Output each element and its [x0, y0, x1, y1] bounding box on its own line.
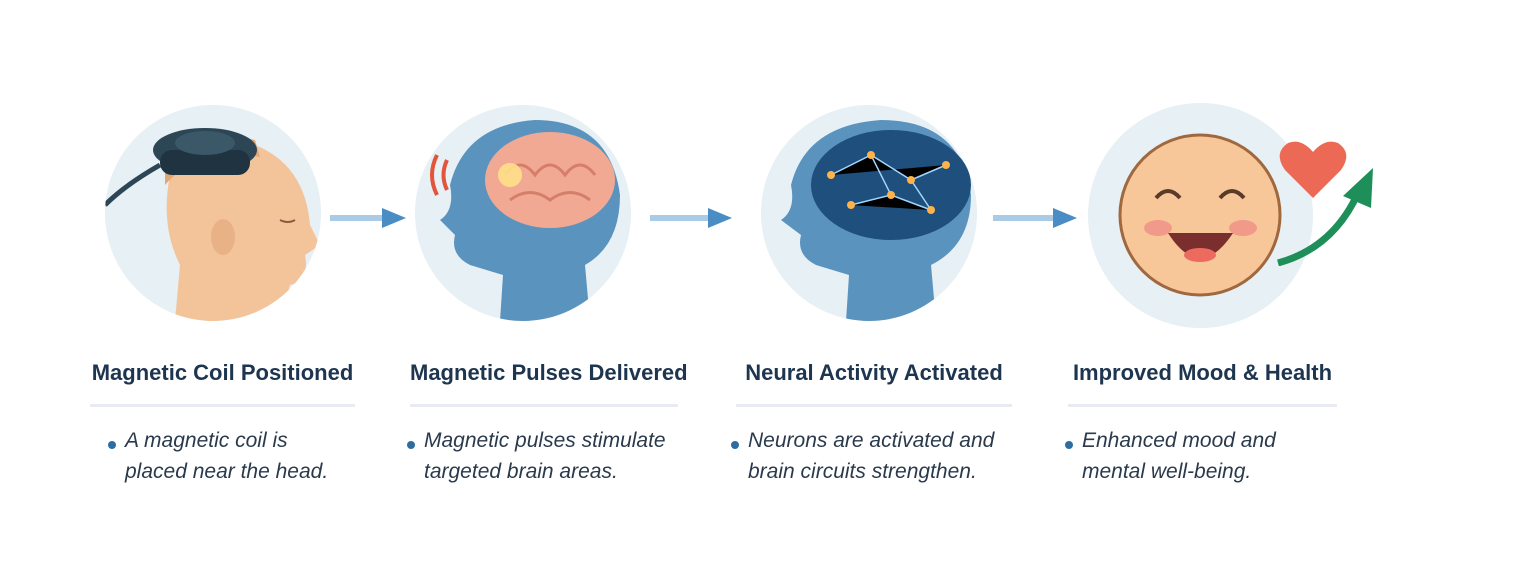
heart-up-arrow-icon: [1277, 141, 1373, 266]
description-line: placed near the head.: [125, 460, 329, 483]
bullet-icon: [407, 441, 415, 449]
step-description: A magnetic coil is placed near the head.: [108, 425, 329, 487]
description-line: brain circuits strengthen.: [748, 460, 977, 483]
step-title: Improved Mood & Health: [1072, 360, 1333, 385]
step-description: Magnetic pulses stimulate targeted brain …: [407, 425, 666, 487]
brain-pulse-icon: [415, 105, 631, 321]
arrow-right-icon: [650, 208, 732, 228]
step-4: Improved Mood & Health Enhanced mood and…: [1065, 0, 1373, 585]
divider: [90, 404, 355, 407]
bullet-icon: [108, 441, 116, 449]
step-description: Neurons are activated and brain circuits …: [731, 425, 995, 487]
description-line: Enhanced mood and: [1082, 429, 1276, 452]
arrow-right-icon: [330, 208, 406, 228]
divider: [410, 404, 678, 407]
step-title: Magnetic Pulses Delivered: [410, 360, 688, 385]
description-line: targeted brain areas.: [424, 460, 618, 483]
description-line: A magnetic coil is: [125, 429, 288, 452]
divider: [736, 404, 1012, 407]
step-description: Enhanced mood and mental well-being.: [1065, 425, 1276, 487]
head-with-coil-icon: [105, 105, 321, 321]
bullet-icon: [731, 441, 739, 449]
step-3: Neural Activity Activated Neurons are ac…: [731, 0, 1012, 585]
bullet-icon: [1065, 441, 1073, 449]
smiley-face-icon: [1088, 103, 1313, 328]
arrow-right-icon: [993, 208, 1077, 228]
description-line: mental well-being.: [1082, 460, 1252, 483]
step-2: Magnetic Pulses Delivered Magnetic pulse…: [407, 0, 688, 585]
description-line: Magnetic pulses stimulate: [424, 429, 666, 452]
step-title: Neural Activity Activated: [745, 360, 1003, 385]
step-1: Magnetic Coil Positioned A magnetic coil…: [90, 0, 355, 585]
step-title: Magnetic Coil Positioned: [91, 360, 354, 385]
divider: [1068, 404, 1337, 407]
description-line: Neurons are activated and: [748, 429, 995, 452]
neural-network-brain-icon: [761, 105, 977, 321]
